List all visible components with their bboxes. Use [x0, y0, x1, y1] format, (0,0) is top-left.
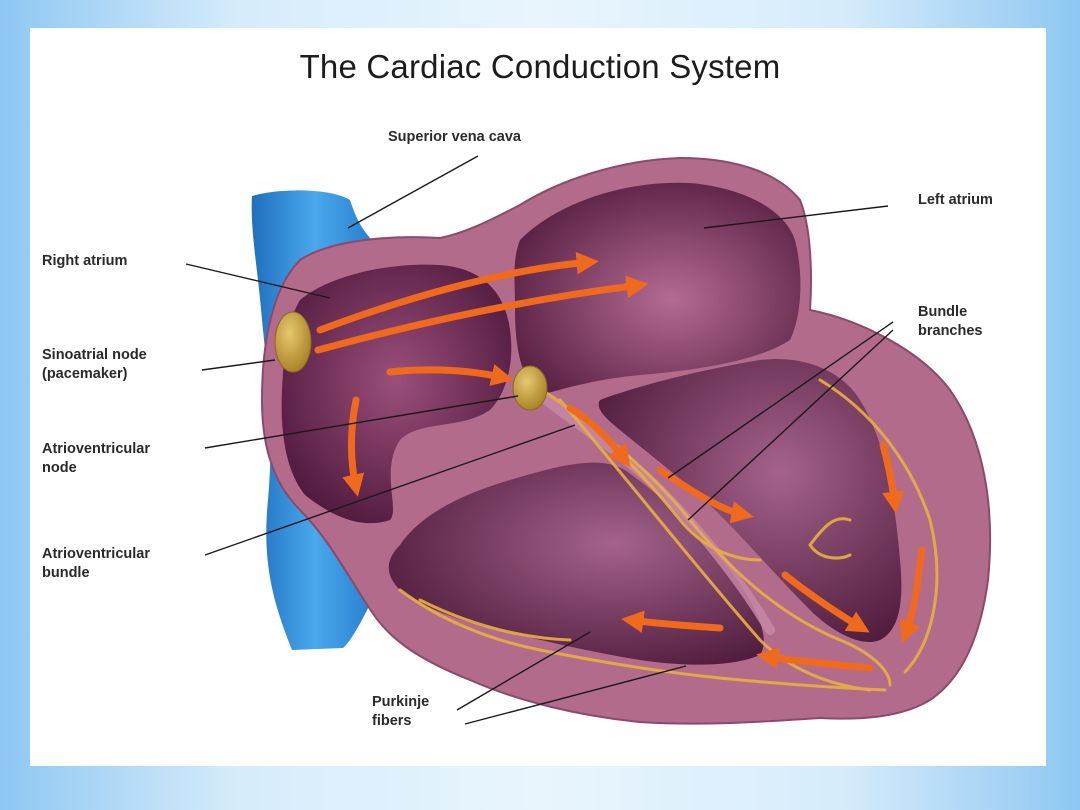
label-av-bundle-line2: bundle: [42, 565, 90, 581]
sinoatrial-node: [274, 311, 312, 373]
label-atrioventricular-bundle: Atrioventricular bundle: [42, 545, 150, 583]
label-left-atrium: Left atrium: [918, 192, 993, 208]
label-superior-vena-cava: Superior vena cava: [388, 129, 521, 145]
label-av-node-line1: Atrioventricular: [42, 441, 150, 457]
septum-wall: [535, 390, 775, 635]
conduction-arrows: [314, 252, 926, 672]
right-atrium-chamber: [281, 264, 512, 524]
left-ventricle-chamber: [598, 358, 902, 642]
label-bundle-branches-line1: Bundle: [918, 304, 968, 320]
label-av-node-line2: node: [42, 460, 77, 476]
label-purkinje-fibers: Purkinje fibers: [372, 693, 429, 731]
atrioventricular-node: [512, 365, 548, 411]
right-ventricle-chamber: [388, 462, 764, 665]
label-purkinje-line2: fibers: [372, 713, 412, 729]
diagram-title: The Cardiac Conduction System: [299, 48, 781, 85]
label-atrioventricular-node: Atrioventricular node: [42, 440, 150, 478]
left-atrium-chamber: [514, 182, 801, 395]
label-sinoatrial-node-line2: (pacemaker): [42, 366, 128, 382]
label-av-bundle-line1: Atrioventricular: [42, 546, 150, 562]
label-sinoatrial-node-line1: Sinoatrial node: [42, 347, 147, 363]
label-right-atrium: Right atrium: [42, 253, 128, 269]
label-sinoatrial-node: Sinoatrial node (pacemaker): [42, 346, 147, 384]
label-purkinje-line1: Purkinje: [372, 694, 430, 710]
leader-lines: [185, 155, 894, 725]
label-bundle-branches-line2: branches: [918, 323, 983, 339]
label-bundle-branches: Bundle branches: [918, 303, 982, 341]
